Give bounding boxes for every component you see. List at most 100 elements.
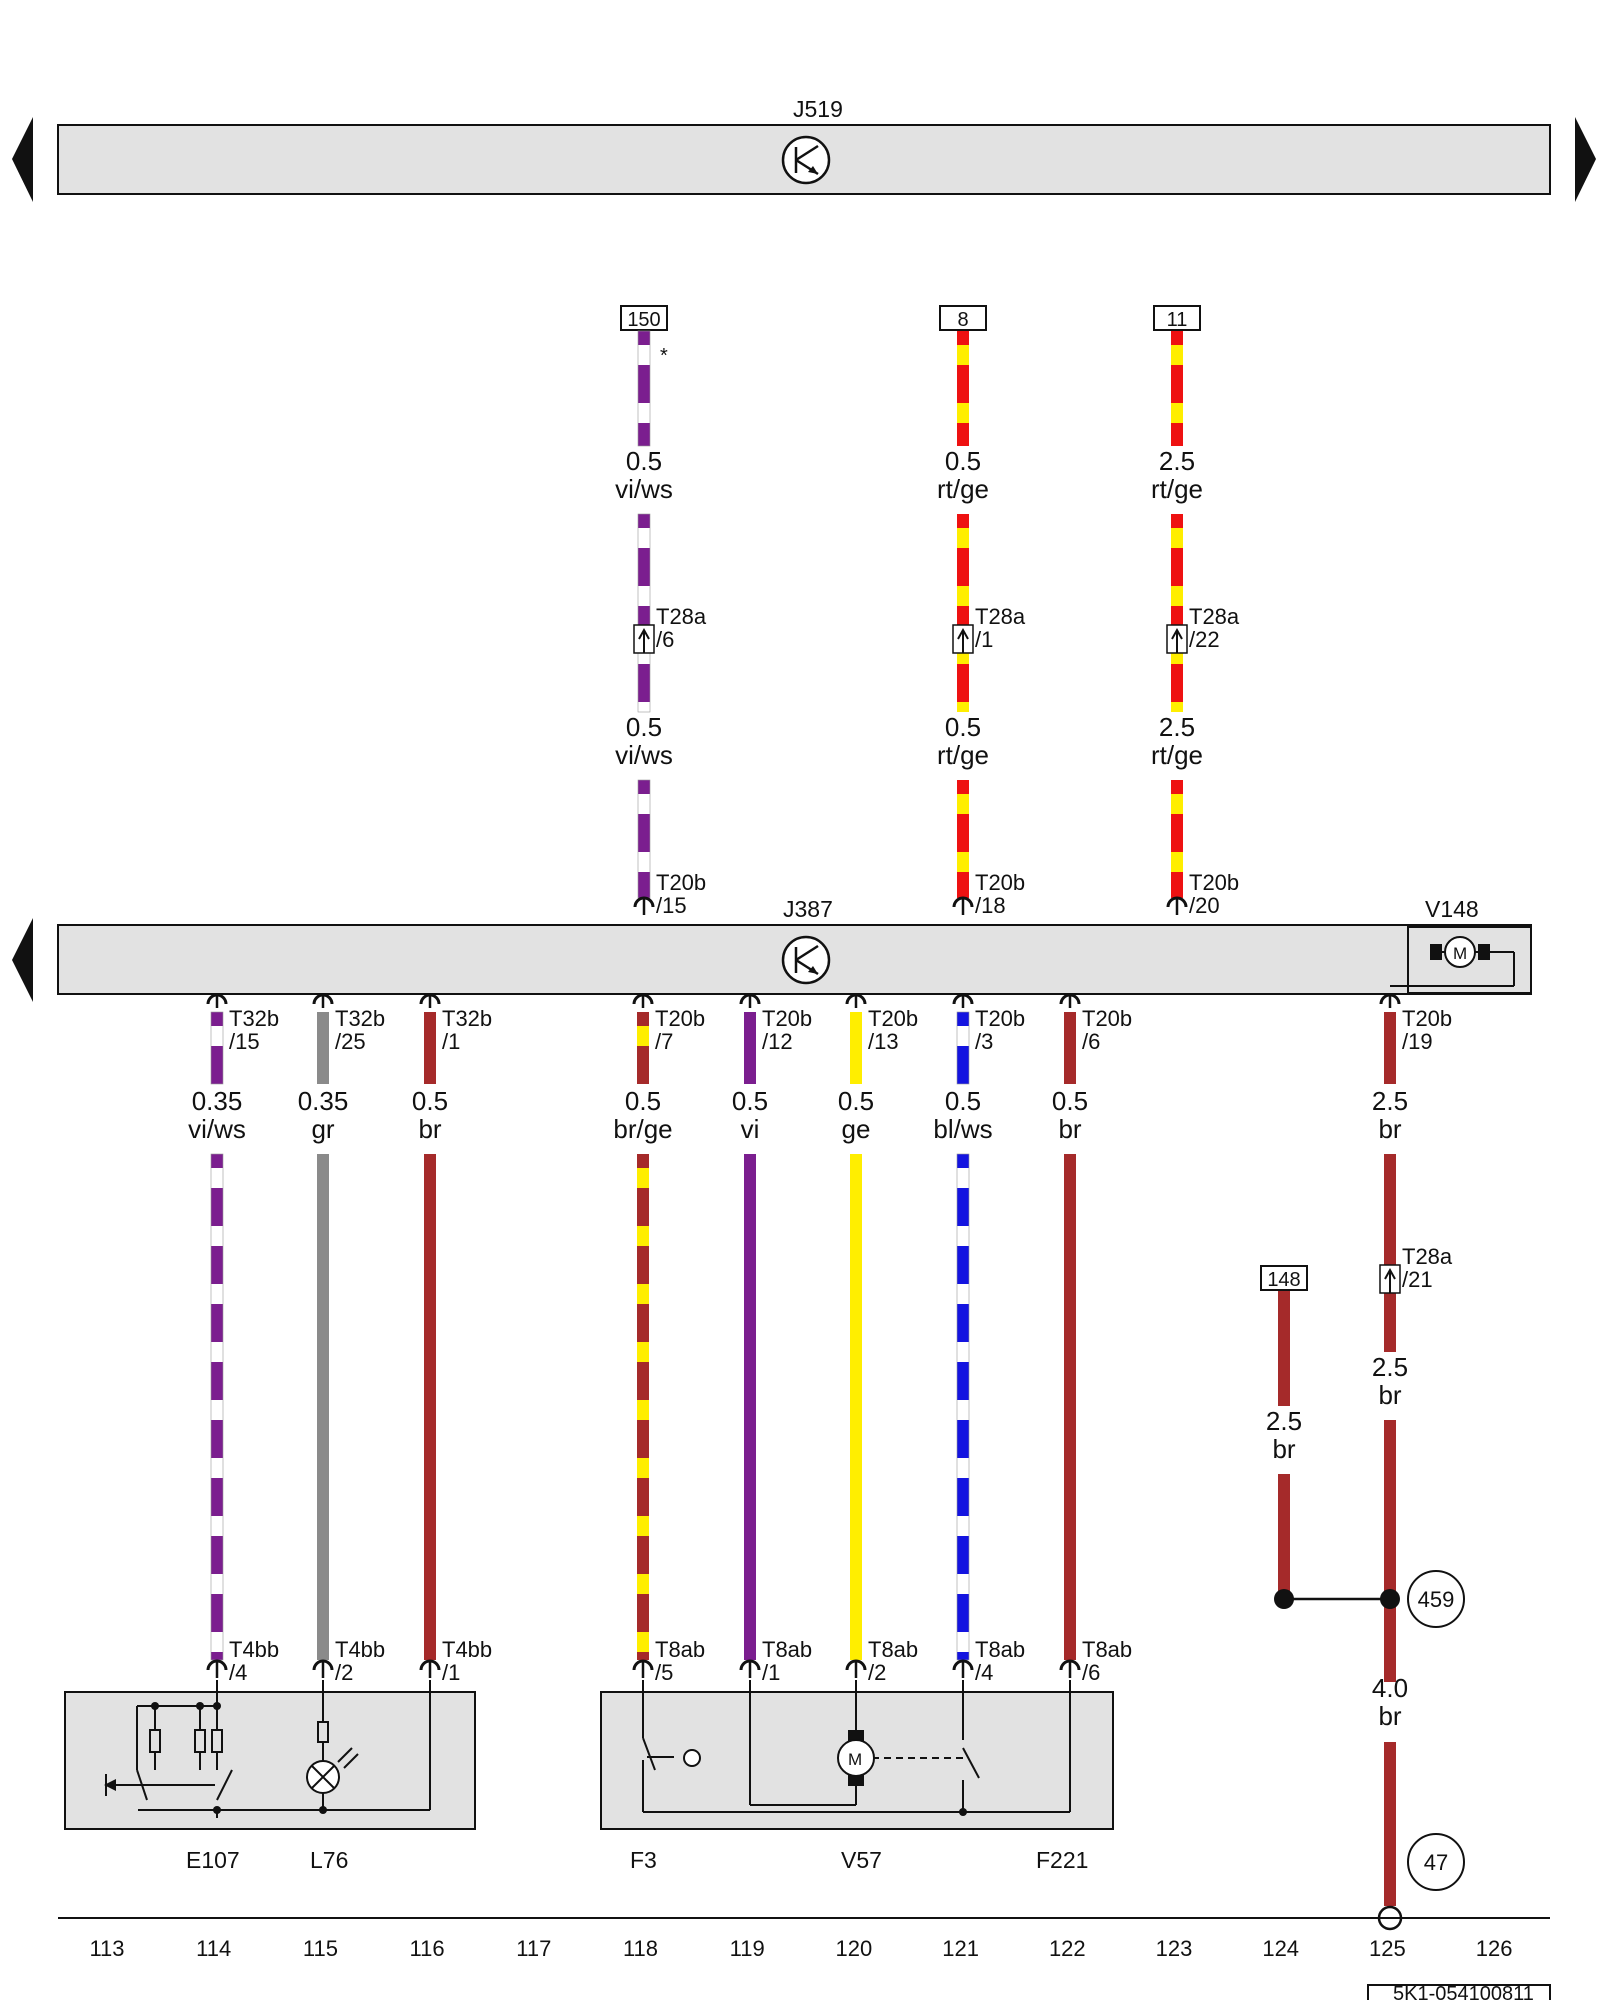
inline-connector-pin: /21 — [1402, 1267, 1433, 1292]
connector-name: T32b — [335, 1006, 385, 1031]
ref-box-148-text: 148 — [1267, 1269, 1300, 1291]
connector-pin: /1 — [762, 1660, 780, 1685]
connector-pin: /13 — [868, 1029, 899, 1054]
ground-wire-d — [1384, 1742, 1396, 1906]
v148-motor: M — [1390, 926, 1532, 994]
wire-color: rt/ge — [1151, 474, 1203, 504]
component-box-f3-v57-f221: M F3 V57 F221 — [600, 1680, 1114, 1873]
component-label-v57: V57 — [841, 1847, 882, 1873]
page-left-arrow-icon[interactable] — [12, 117, 33, 202]
component-label-f221: F221 — [1036, 1847, 1088, 1873]
wire-segment-b — [424, 1154, 436, 1660]
wire-segment-b — [957, 514, 969, 712]
wire-size: 0.5 — [625, 1086, 661, 1116]
wire-segment-b — [637, 513, 651, 713]
ref-box-150-text: 150 — [627, 309, 660, 331]
ground-point-47: 47 — [1407, 1833, 1465, 1891]
footer-code: 5K1-054100811 — [1393, 1983, 1534, 2000]
inline-connector-pin: /6 — [656, 627, 674, 652]
wire-segment-c — [957, 780, 969, 898]
connector-name: T20b — [1189, 870, 1239, 895]
wire-color: rt/ge — [937, 740, 989, 770]
wire-color: br/ge — [613, 1114, 672, 1144]
svg-text:M: M — [848, 1750, 862, 1769]
inline-connector-icon — [633, 624, 655, 654]
wire-size: 2.5 — [1372, 1086, 1408, 1116]
wire-segment-c — [637, 779, 651, 899]
connector-name: T8ab — [1082, 1637, 1132, 1662]
connector-socket-icon — [632, 993, 654, 1008]
track-number: 119 — [730, 1936, 765, 1961]
wire-color: ge — [842, 1114, 871, 1144]
wire-segment-a — [210, 1011, 224, 1085]
connector-name: T20b — [975, 1006, 1025, 1031]
connector-name: T4bb — [229, 1637, 279, 1662]
wire-color: rt/ge — [937, 474, 989, 504]
connector-socket-icon — [206, 993, 228, 1008]
connector-socket-icon-t20b-19 — [1379, 993, 1401, 1008]
upper-wires: 150*0.5vi/wsT28a/60.5vi/wsT20b/1580.5rt/… — [615, 305, 1240, 918]
wire-segment-b — [210, 1153, 224, 1661]
connector-socket-icon — [1059, 993, 1081, 1008]
wire-segment-b — [956, 1153, 970, 1661]
connector-name: T20b — [656, 870, 706, 895]
connector-pin: /15 — [229, 1029, 260, 1054]
wire-size: 0.5 — [945, 446, 981, 476]
wire-segment-a — [637, 330, 651, 447]
connector-name: T8ab — [868, 1637, 918, 1662]
inline-connector-name: T28a — [975, 604, 1026, 629]
wire-size: 0.5 — [626, 446, 662, 476]
connector-socket-icon-bottom — [632, 1659, 654, 1678]
lamp-icon — [306, 1680, 359, 1810]
connector-socket-icon — [952, 993, 974, 1008]
connector-pin: /6 — [1082, 1660, 1100, 1685]
connector-name: T20b — [975, 870, 1025, 895]
ground-wire-b — [1384, 1154, 1396, 1352]
wire-segment-b — [637, 1154, 649, 1660]
connector-pin: /5 — [655, 1660, 673, 1685]
wire-segment-a — [424, 1012, 436, 1084]
switch-sensor-icon — [683, 1749, 701, 1767]
track-number: 121 — [942, 1936, 979, 1961]
connector-name: T20b — [655, 1006, 705, 1031]
wire-segment-a — [1064, 1012, 1076, 1084]
wire-size: 0.5 — [626, 712, 662, 742]
connector-socket-icon — [419, 993, 441, 1008]
inline-connector-name: T28a — [656, 604, 707, 629]
wire-segment-a — [956, 1011, 970, 1085]
ground-point-459: 459 — [1407, 1570, 1465, 1628]
connector-socket-icon — [633, 896, 655, 915]
wire-segment-a — [850, 1012, 862, 1084]
connector-pin: /12 — [762, 1029, 793, 1054]
wire-color: gr — [311, 1114, 334, 1144]
motor-icon — [1444, 936, 1476, 968]
connector-pin: /1 — [442, 1660, 460, 1685]
wire-color: rt/ge — [1151, 740, 1203, 770]
wire-color: br — [1378, 1380, 1401, 1410]
page-left-arrow-icon-2[interactable] — [12, 918, 33, 1002]
connector-name: T20b — [1402, 1006, 1452, 1031]
page-right-arrow-icon[interactable] — [1575, 117, 1596, 202]
component-box-e107-l76: E107 L76 — [64, 1680, 476, 1873]
lower-wires: T32b/150.35vi/wsT4bb/4T32b/250.35grT4bb/… — [188, 993, 1132, 1685]
ground-wire-a — [1384, 1012, 1396, 1084]
wire-segment-c — [1171, 780, 1183, 898]
splice-dot — [1274, 1589, 1294, 1609]
connector-pin: /2 — [868, 1660, 886, 1685]
ref-box-150: 150 — [620, 305, 668, 331]
track-number: 117 — [516, 1936, 551, 1961]
connector-socket-icon — [739, 993, 761, 1008]
wire-color: vi/ws — [615, 740, 673, 770]
connector-socket-icon-bottom — [952, 1659, 974, 1678]
wire-segment-b — [850, 1154, 862, 1660]
track-number: 122 — [1049, 1936, 1086, 1961]
connector-socket-icon-bottom — [845, 1659, 867, 1678]
